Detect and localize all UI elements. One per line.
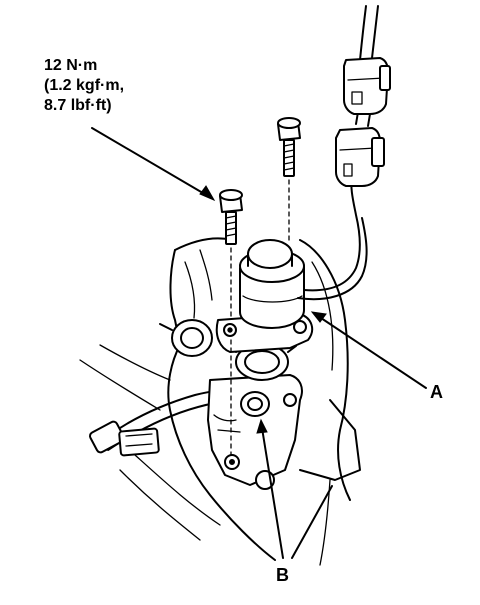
torque-specification: 12 N·m (1.2 kgf·m, 8.7 lbf·ft) bbox=[44, 56, 124, 116]
torque-kgfm: (1.2 kgf·m, bbox=[44, 77, 125, 94]
wire-harness bbox=[297, 5, 379, 301]
harness-connector-lower bbox=[335, 127, 385, 187]
alignment-lines bbox=[230, 179, 290, 456]
callout-label-a: A bbox=[430, 382, 443, 402]
callout-label-b: B bbox=[276, 565, 289, 585]
solenoid-valve bbox=[215, 239, 314, 353]
intake-port bbox=[159, 319, 213, 357]
mounting-bolt-left bbox=[219, 189, 243, 245]
torque-metric: 12 N·m bbox=[44, 57, 98, 74]
mounting-bolt-right bbox=[277, 117, 301, 177]
torque-lbfft: 8.7 lbf·ft) bbox=[44, 97, 112, 114]
harness-connector-upper bbox=[343, 57, 391, 115]
callout-a-leader bbox=[310, 311, 427, 389]
torque-leader bbox=[91, 127, 216, 202]
callout-b-leader bbox=[256, 418, 333, 559]
valve-housing bbox=[207, 374, 303, 490]
